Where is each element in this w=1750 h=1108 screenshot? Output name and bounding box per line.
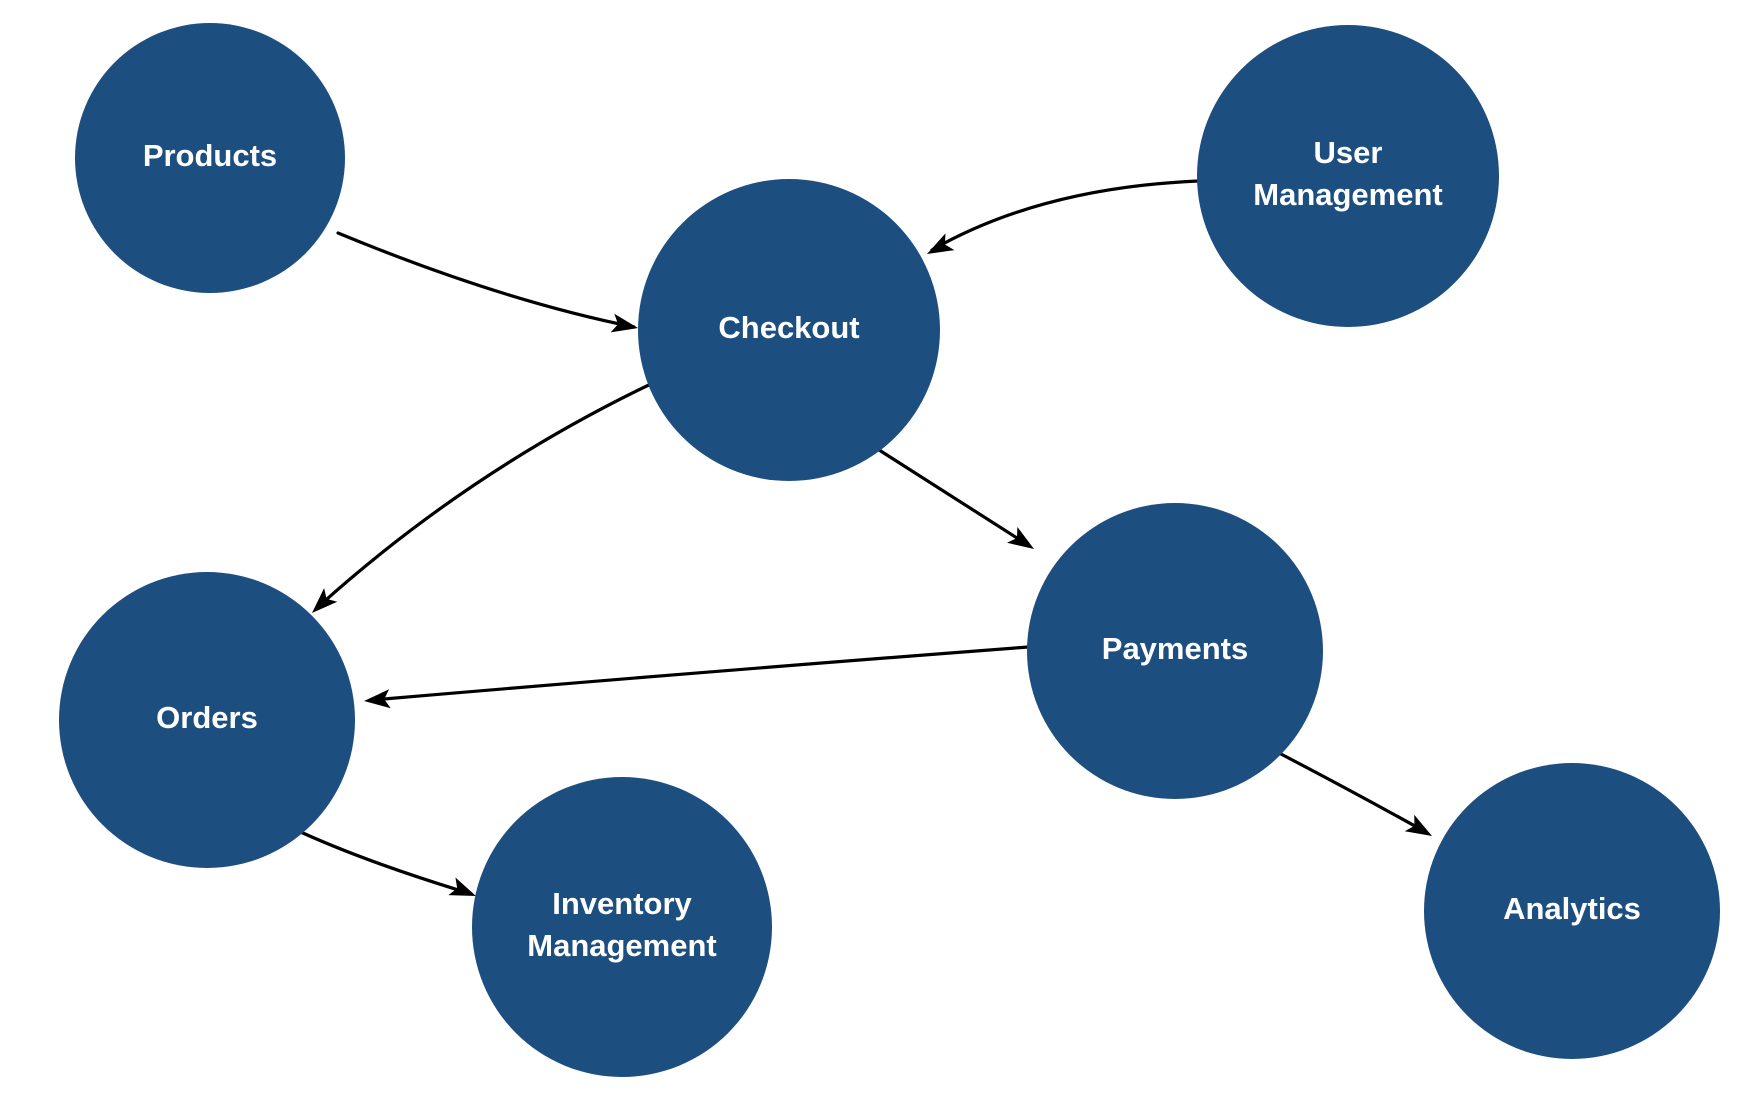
node-circle-checkout[interactable]: [638, 179, 940, 481]
edge-user-management-to-checkout: [927, 179, 1200, 254]
edge-arrowhead: [448, 877, 476, 896]
edge-line: [316, 380, 657, 609]
edge-line: [930, 179, 1200, 252]
edge-arrowhead: [364, 689, 391, 709]
edge-line: [874, 446, 1030, 547]
edge-checkout-to-orders: [312, 380, 657, 613]
edge-line: [1277, 751, 1426, 833]
node-payments[interactable]: Payments: [1027, 503, 1323, 799]
edge-line: [336, 231, 636, 329]
node-circle-orders[interactable]: [59, 572, 355, 868]
node-circle-payments[interactable]: [1027, 503, 1323, 799]
edges-layer: [290, 179, 1432, 896]
edge-arrowhead: [312, 588, 338, 613]
node-circle-products[interactable]: [75, 23, 345, 293]
edge-products-to-checkout: [336, 231, 638, 333]
edge-arrowhead: [1404, 814, 1432, 836]
edge-orders-to-inventory-management: [290, 826, 476, 896]
node-orders[interactable]: Orders: [59, 572, 355, 868]
node-checkout[interactable]: Checkout: [638, 179, 940, 481]
node-circle-inventory-management[interactable]: [472, 777, 772, 1077]
edge-payments-to-analytics: [1277, 751, 1432, 836]
edge-arrowhead: [927, 233, 955, 254]
edge-arrowhead: [1007, 526, 1034, 549]
node-circle-analytics[interactable]: [1424, 763, 1720, 1059]
edge-line: [370, 645, 1030, 702]
edge-arrowhead: [610, 313, 638, 333]
node-analytics[interactable]: Analytics: [1424, 763, 1720, 1059]
edge-payments-to-orders: [364, 645, 1030, 709]
edge-checkout-to-payments: [874, 446, 1034, 549]
edge-line: [290, 826, 470, 895]
node-circle-user-management[interactable]: [1197, 25, 1499, 327]
node-products[interactable]: Products: [75, 23, 345, 293]
